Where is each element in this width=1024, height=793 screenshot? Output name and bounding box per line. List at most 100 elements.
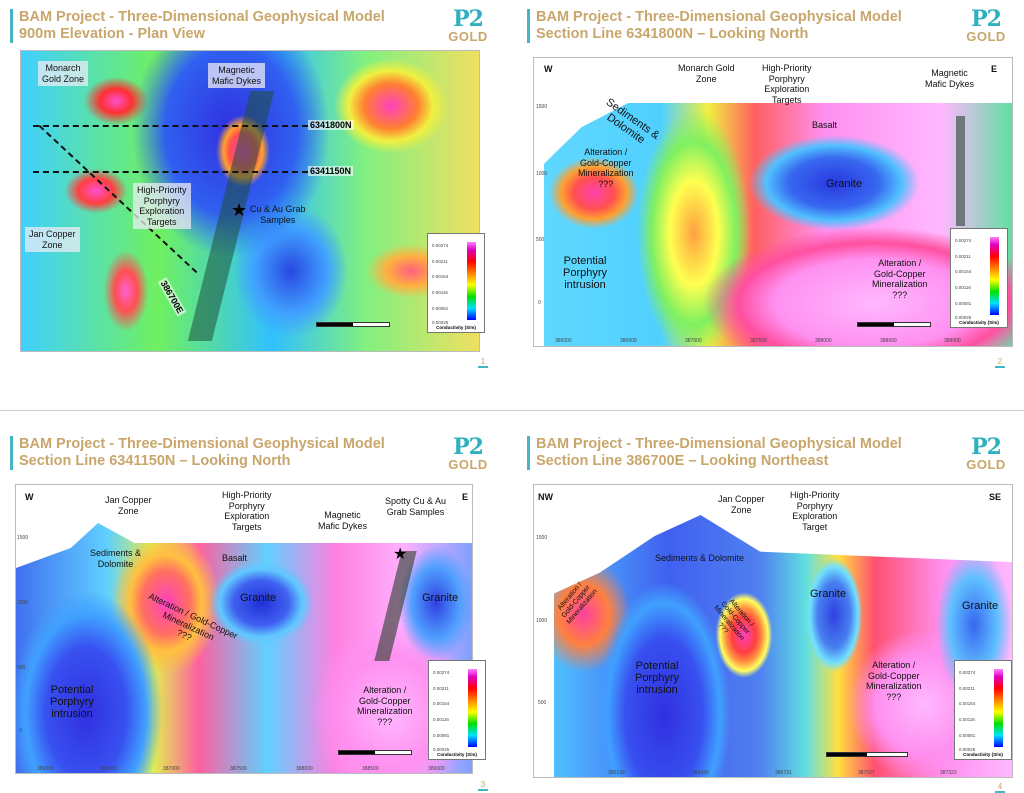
legend-value: 0.00154 <box>955 269 972 274</box>
x-tick: 388000 <box>815 338 832 344</box>
label-mafic-dykes: Magnetic Mafic Dykes <box>318 510 368 531</box>
label-exploration-targets: High-Priority Porphyry Exploration Targe… <box>222 490 272 532</box>
x-tick: 388500 <box>880 338 897 344</box>
label-monarch-gold-zone: Monarch Gold Zone <box>678 63 735 84</box>
title-line-1: BAM Project - Three-Dimensional Geophysi… <box>19 436 385 452</box>
label-alteration: Alteration / Gold-Copper Mineralization … <box>866 660 922 702</box>
divider <box>0 410 1024 411</box>
label-granite: Granite <box>422 592 459 604</box>
legend-value: 0.00081 <box>955 301 972 306</box>
x-tick: 387000 <box>685 338 702 344</box>
y-tick: 500 <box>538 700 547 706</box>
label-mafic-dykes: Magnetic Mafic Dykes <box>925 68 975 89</box>
label-basalt: Basalt <box>812 120 838 130</box>
logo-gold: GOLD <box>448 457 488 472</box>
x-tick: 387323 <box>940 770 957 776</box>
line-label-6341150n: 6341150N <box>308 166 354 176</box>
label-exploration-targets: High-Priority Porphyry Exploration Targe… <box>133 183 191 229</box>
scale-bar <box>316 322 390 327</box>
direction-southeast: SE <box>989 492 1002 502</box>
x-tick: 386000 <box>37 766 54 772</box>
section-line-6341150n <box>33 171 308 173</box>
x-tick: 386500 <box>620 338 637 344</box>
legend-value: 0.00211 <box>959 686 975 691</box>
label-grab-samples: Spotty Cu & Au Grab Samples <box>385 496 447 517</box>
legend-value: 0.00274 <box>959 670 976 675</box>
legend-value: 0.00211 <box>432 259 448 264</box>
direction-east: E <box>462 492 469 502</box>
section-line-6341800n <box>33 125 308 127</box>
x-tick: 387000 <box>163 766 180 772</box>
legend-caption: Conductivity (S/m) <box>959 320 999 325</box>
legend-value: 0.00274 <box>433 670 450 675</box>
logo-p2: P2 <box>971 434 1002 460</box>
page-number: 2 <box>995 357 1005 368</box>
section-6341150n <box>15 484 473 774</box>
legend-value: 0.00154 <box>432 274 449 279</box>
x-tick: 387500 <box>750 338 767 344</box>
logo-gold: GOLD <box>966 29 1006 44</box>
label-alteration: Alteration / Gold-Copper Mineralization … <box>578 147 634 189</box>
page-number: 1 <box>478 357 488 368</box>
legend-value: 0.00211 <box>433 686 449 691</box>
x-tick: 386500 <box>100 766 117 772</box>
logo-p2: P2 <box>971 6 1002 32</box>
label-sediments-dolomite: Sediments & Dolomite <box>90 548 142 569</box>
legend-value: 0.00154 <box>433 701 450 706</box>
label-mafic-dykes: Magnetic Mafic Dykes <box>208 63 266 88</box>
plan-view-map <box>20 50 480 352</box>
x-tick: 386000 <box>555 338 572 344</box>
title-line-1: BAM Project - Three-Dimensional Geophysi… <box>536 9 902 25</box>
legend-value: 0.00025 <box>432 320 449 325</box>
legend-value: 0.00116 <box>959 717 975 722</box>
label-jan-copper-zone: Jan Copper Zone <box>25 227 80 252</box>
y-tick: 1500 <box>536 104 548 110</box>
y-tick: 1000 <box>17 600 29 606</box>
y-tick: 1000 <box>536 171 548 177</box>
x-tick: 388500 <box>362 766 379 772</box>
label-granite: Granite <box>810 588 847 600</box>
logo-p2: P2 <box>453 434 484 460</box>
slide-title: BAM Project - Three-Dimensional Geophysi… <box>527 9 902 43</box>
star-icon: ★ <box>393 546 408 563</box>
label-jan-copper-zone: Jan Copper Zone <box>718 494 765 515</box>
label-alteration: Alteration / Gold-Copper Mineralization … <box>357 685 413 727</box>
logo-gold: GOLD <box>448 29 488 44</box>
label-granite: Granite <box>826 178 863 190</box>
y-tick: 500 <box>17 665 26 671</box>
title-line-2: 900m Elevation - Plan View <box>19 26 205 42</box>
logo-p2: P2 <box>453 6 484 32</box>
legend-value: 0.00025 <box>955 315 972 320</box>
section-386700e <box>533 484 1013 778</box>
x-tick: 388000 <box>296 766 313 772</box>
direction-west: W <box>25 492 34 502</box>
legend-value: 0.00211 <box>955 254 971 259</box>
y-tick: 500 <box>536 237 545 243</box>
direction-east: E <box>991 64 998 74</box>
legend-value: 0.00274 <box>955 238 972 243</box>
line-label-6341800n: 6341800N <box>308 120 354 130</box>
legend-value: 0.00081 <box>959 733 976 738</box>
title-line-2: Section Line 386700E – Looking Northeast <box>536 453 829 469</box>
y-tick: 0 <box>19 728 22 734</box>
legend-value: 0.00116 <box>432 290 448 295</box>
legend-value: 0.00025 <box>959 747 976 752</box>
label-grab-samples: Cu & Au Grab Samples <box>250 204 306 225</box>
star-icon: ★ <box>231 200 248 220</box>
legend-caption: Conductivity (S/m) <box>436 325 476 330</box>
x-tick: 386731 <box>775 770 792 776</box>
scale-bar <box>338 750 412 755</box>
legend-caption: Conductivity (S/m) <box>963 752 1003 757</box>
x-tick: 386430 <box>692 770 709 776</box>
legend-value: 0.00081 <box>432 306 449 311</box>
title-line-1: BAM Project - Three-Dimensional Geophysi… <box>536 436 902 452</box>
x-tick: 387027 <box>858 770 875 776</box>
mafic-dyke <box>956 116 965 226</box>
y-tick: 1500 <box>17 535 29 541</box>
direction-west: W <box>544 64 553 74</box>
legend-value: 0.00274 <box>432 243 449 248</box>
